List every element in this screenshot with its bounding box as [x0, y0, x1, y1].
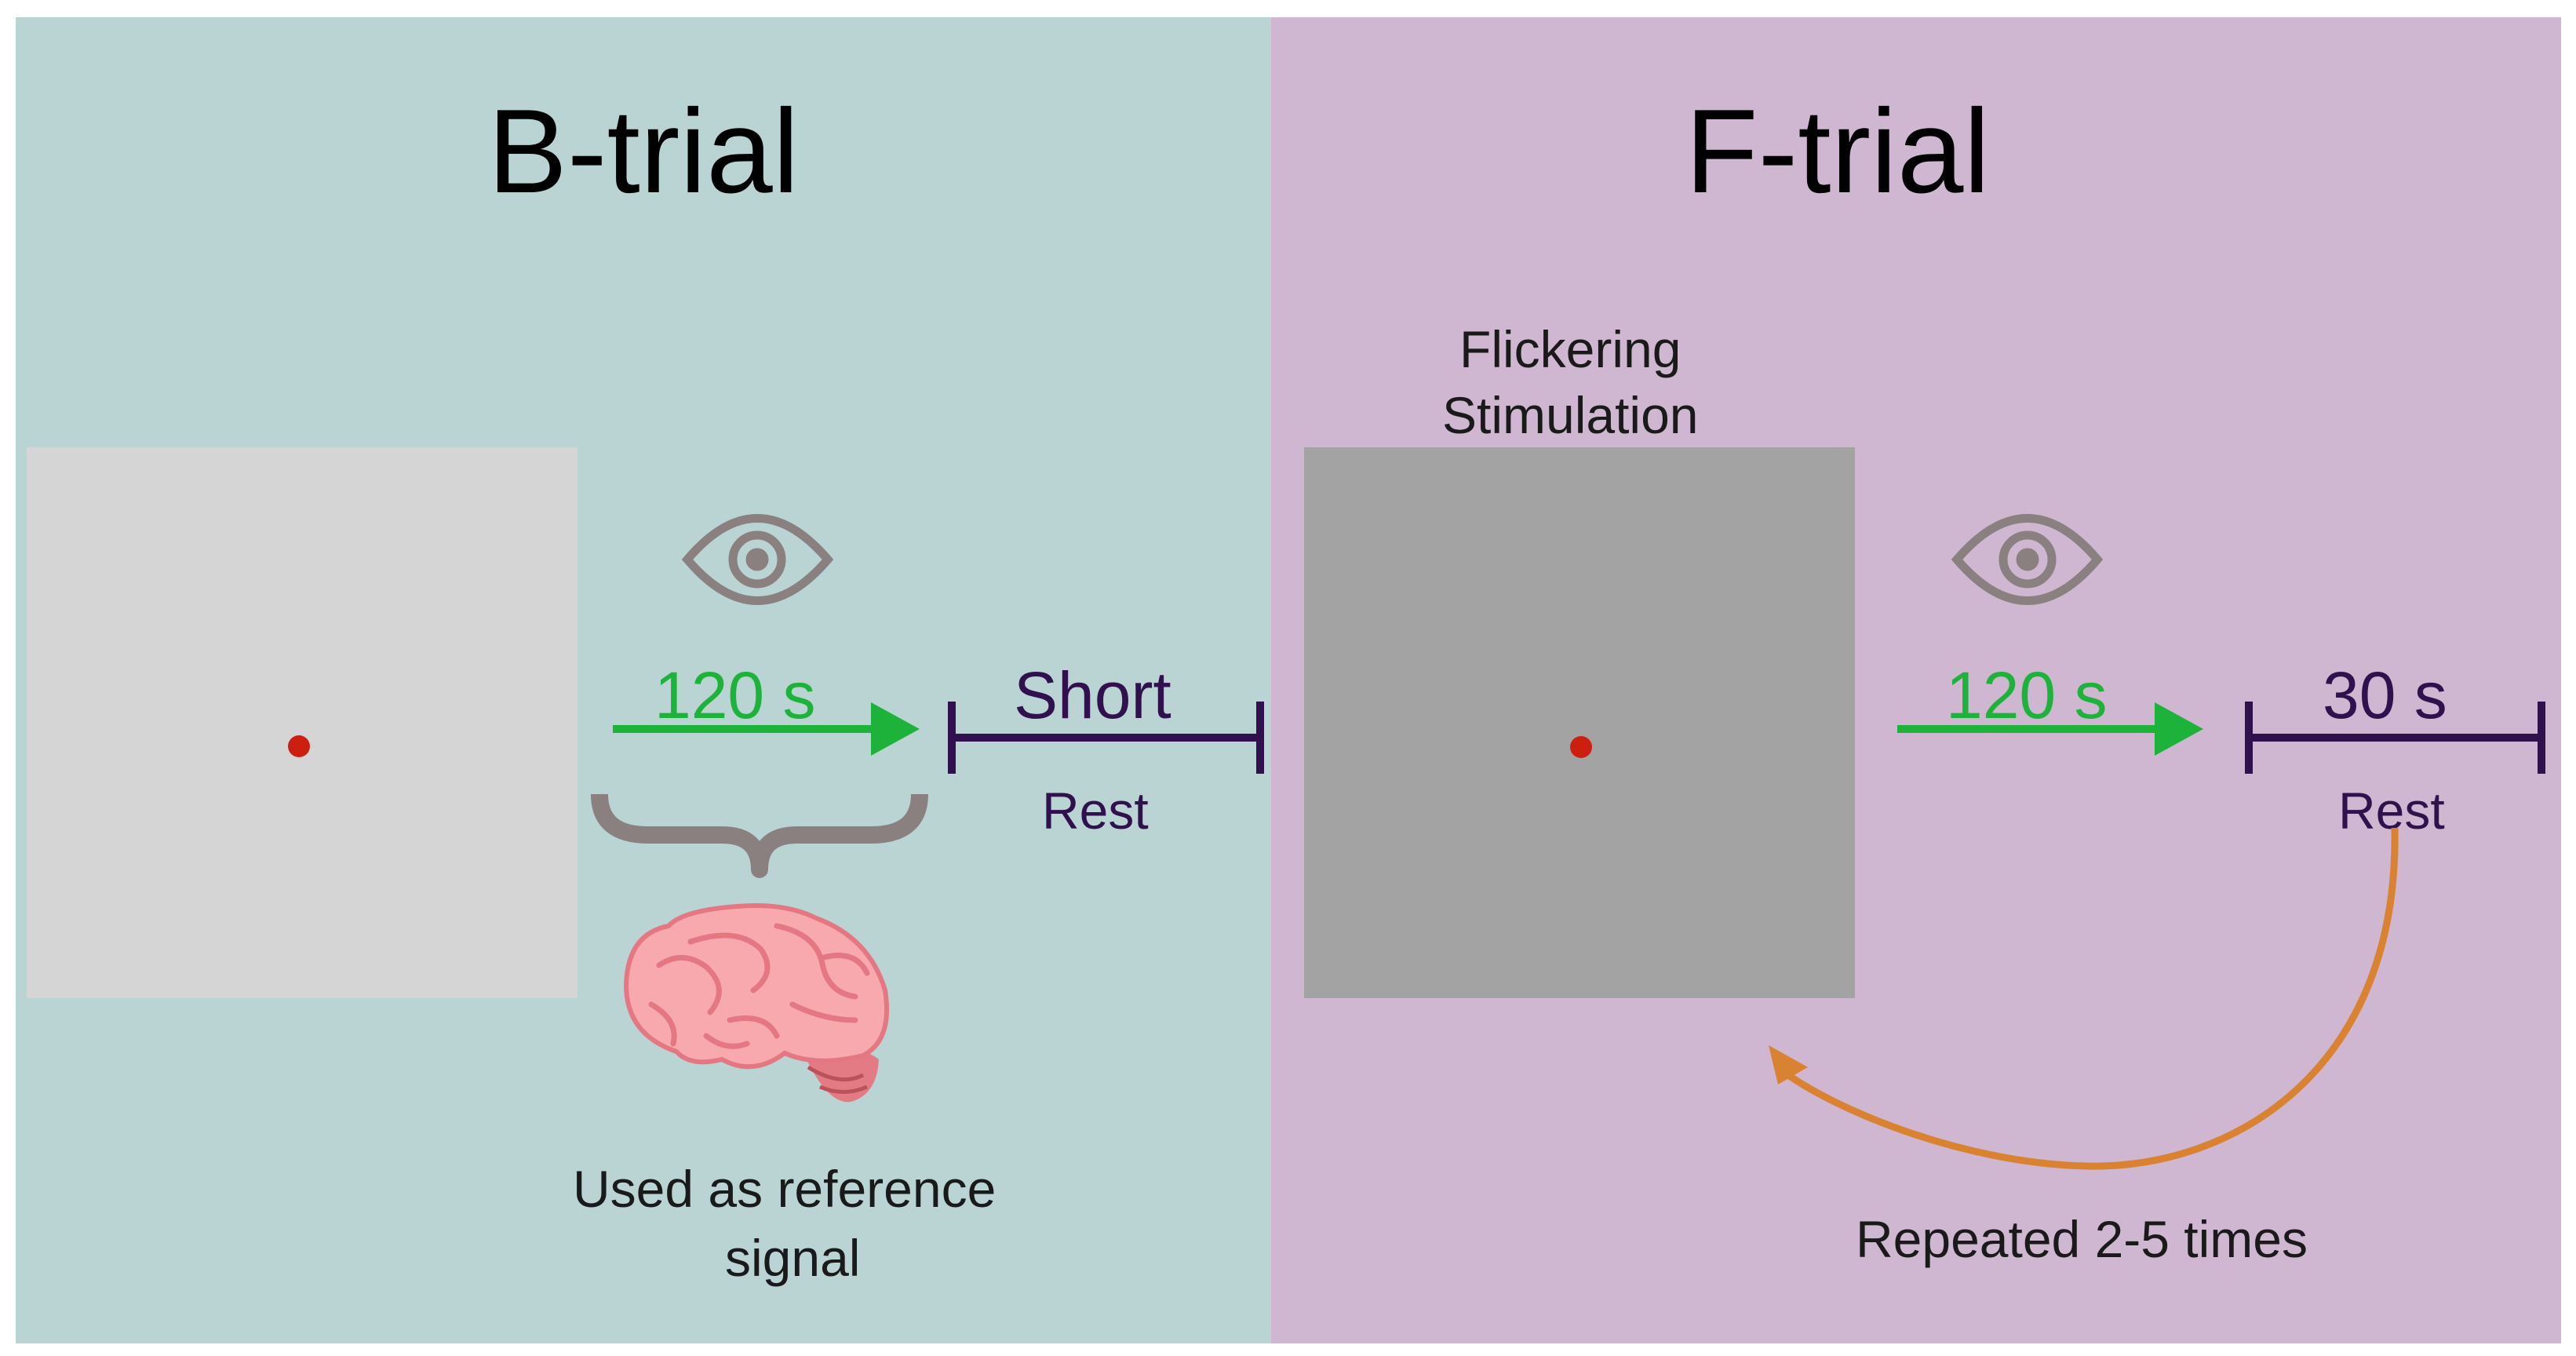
- fixation-dot: [1570, 736, 1592, 758]
- f-trial-rest-duration: 30 s: [2323, 658, 2447, 732]
- b-trial-duration: 120 s: [654, 658, 816, 732]
- b-trial-title: B-trial: [487, 85, 800, 218]
- curly-brace: [591, 793, 928, 878]
- brain-icon: [623, 903, 890, 1103]
- f-trial-rest-label: Rest: [2338, 782, 2445, 840]
- f-trial-duration: 120 s: [1946, 658, 2108, 732]
- repeat-note: Repeated 2-5 times: [1856, 1210, 2308, 1268]
- f-trial-panel: F-trial Flickering Stimulation 120 s 30 …: [1271, 17, 2561, 1343]
- fixation-dot: [288, 735, 310, 757]
- b-trial-note-line2: signal: [725, 1229, 861, 1287]
- b-trial-note-line1: Used as reference: [573, 1160, 997, 1218]
- repeat-arrow: [1769, 827, 2399, 1170]
- eye-icon: [1951, 514, 2104, 605]
- b-trial-rest-label: Rest: [1042, 782, 1149, 840]
- eye-icon: [681, 514, 834, 605]
- rest-bracket-f: [2245, 702, 2545, 774]
- duration-arrow-b: [613, 702, 920, 756]
- stimulus-label-line1: Flickering: [1459, 320, 1682, 378]
- f-trial-title: F-trial: [1685, 85, 1991, 218]
- f-trial-screen: [1304, 447, 1855, 998]
- duration-arrow-f: [1897, 702, 2203, 756]
- b-trial-panel: B-trial 120 s Short Rest Used as referen…: [16, 17, 1271, 1343]
- stimulus-label-line2: Stimulation: [1442, 386, 1699, 444]
- b-trial-screen: [27, 447, 578, 998]
- rest-bracket-b: [948, 702, 1264, 774]
- b-trial-rest-duration: Short: [1014, 658, 1171, 732]
